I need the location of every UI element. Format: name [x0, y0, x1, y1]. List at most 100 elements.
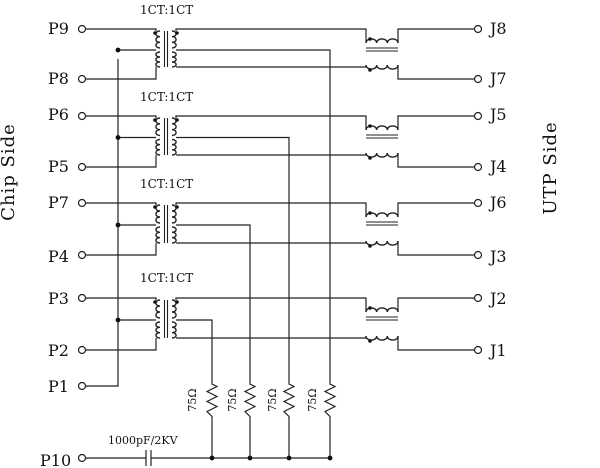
- wire: [397, 297, 474, 312]
- chip-pin-terminal: [77, 293, 87, 303]
- wire: [86, 155, 157, 168]
- resistor-75-ohm: [323, 380, 337, 458]
- pin-label-j5: J5: [488, 105, 507, 124]
- resistor-75-ohm: [243, 380, 257, 458]
- wire: [86, 243, 157, 256]
- utp-center-tap: [176, 224, 251, 380]
- utp-center-tap: [176, 49, 331, 380]
- wire: [175, 202, 367, 217]
- utp-pin-terminal: [473, 111, 483, 121]
- chip-pin-terminal: [77, 250, 87, 260]
- wire: [397, 28, 474, 43]
- chip-pin-terminal: [77, 111, 87, 121]
- wire: [397, 153, 474, 168]
- pin-label-p2: P2: [48, 341, 69, 360]
- utp-pin-terminal: [473, 345, 483, 355]
- pin-label-j8: J8: [488, 19, 507, 38]
- pin-label-p1: P1: [48, 377, 69, 396]
- wire: [397, 336, 474, 351]
- utp-center-tap: [176, 136, 290, 380]
- transformer-primary-lower: [155, 226, 161, 244]
- chip-pin-terminal: [77, 453, 87, 463]
- junction-dot: [115, 135, 121, 140]
- utp-pin-terminal: [473, 74, 483, 84]
- transformer-secondary-lower: [171, 321, 177, 339]
- polarity-dot: [368, 68, 372, 72]
- polarity-dot: [368, 306, 372, 310]
- resistor-label-4: 75Ω: [306, 388, 319, 411]
- wire: [86, 202, 157, 205]
- polarity-dot: [153, 300, 157, 304]
- pin-label-p8: P8: [48, 69, 69, 88]
- pin-label-p10: P10: [40, 451, 71, 468]
- utp-center-tap: [176, 319, 213, 380]
- utp-side-label: UTP Side: [540, 121, 561, 214]
- capacitor-label: 1000pF/2KV: [108, 434, 179, 447]
- transformer-primary-lower: [155, 138, 161, 156]
- wire: [176, 153, 367, 156]
- resistor-label-3: 75Ω: [266, 388, 279, 411]
- chip-pin-terminal: [77, 74, 87, 84]
- chip-side-label: Chip Side: [0, 123, 19, 221]
- components: [77, 24, 483, 466]
- pin-label-p3: P3: [48, 289, 69, 308]
- transformer-primary-lower: [155, 321, 161, 339]
- wire: [176, 241, 367, 244]
- wire: [397, 115, 474, 130]
- pin-label-p6: P6: [48, 105, 69, 124]
- polarity-dot: [368, 37, 372, 41]
- polarity-dot: [175, 205, 179, 209]
- transformer-secondary-lower: [171, 51, 177, 68]
- polarity-dot: [175, 300, 179, 304]
- pin-label-j6: J6: [488, 193, 507, 212]
- resistor-75-ohm: [282, 380, 296, 458]
- pin-label-j4: J4: [488, 157, 507, 176]
- junction-dot: [115, 47, 121, 53]
- chip-bus: [86, 59, 119, 387]
- polarity-dot: [175, 31, 179, 35]
- wire: [397, 202, 474, 217]
- polarity-dot: [368, 124, 372, 128]
- chip-pin-terminal: [77, 345, 87, 355]
- polarity-dot: [368, 211, 372, 215]
- junction-dot: [286, 455, 292, 461]
- polarity-dot: [175, 118, 179, 122]
- wire: [86, 67, 157, 80]
- chip-pin-terminal: [77, 198, 87, 208]
- resistor-label-2: 75Ω: [226, 388, 239, 411]
- transformer-primary-lower: [155, 51, 161, 68]
- pin-label-j2: J2: [488, 289, 507, 308]
- chip-pin-terminal: [77, 162, 87, 172]
- polarity-dot: [368, 156, 372, 160]
- polarity-dot: [368, 339, 372, 343]
- wire: [175, 297, 367, 312]
- transformer-ratio-3: 1CT:1CT: [140, 177, 193, 191]
- pin-label-p7: P7: [48, 193, 69, 212]
- transformer-secondary-lower: [171, 226, 177, 244]
- resistor-label-1: 75Ω: [186, 388, 199, 411]
- junction-dot: [115, 222, 121, 228]
- pin-label-j1: J1: [488, 341, 507, 360]
- transformer-secondary-lower: [171, 138, 177, 156]
- resistor-75-ohm: [205, 380, 219, 458]
- wire: [175, 28, 367, 43]
- polarity-dot: [153, 118, 157, 122]
- transformer-ratio-1: 1CT:1CT: [140, 3, 193, 17]
- wire: [397, 241, 474, 256]
- polarity-dot: [368, 244, 372, 248]
- pin-label-p4: P4: [48, 247, 69, 266]
- utp-pin-terminal: [473, 250, 483, 260]
- junction-dot: [209, 455, 215, 461]
- polarity-dot: [153, 205, 157, 209]
- utp-pin-terminal: [473, 162, 483, 172]
- chip-pin-terminal: [77, 24, 87, 34]
- utp-pin-terminal: [473, 198, 483, 208]
- wire: [176, 336, 367, 339]
- junction-dot: [247, 455, 253, 461]
- pin-label-j7: J7: [488, 69, 507, 88]
- junction-dot: [115, 317, 121, 323]
- wire: [397, 65, 474, 80]
- utp-pin-terminal: [473, 24, 483, 34]
- utp-pin-terminal: [473, 293, 483, 303]
